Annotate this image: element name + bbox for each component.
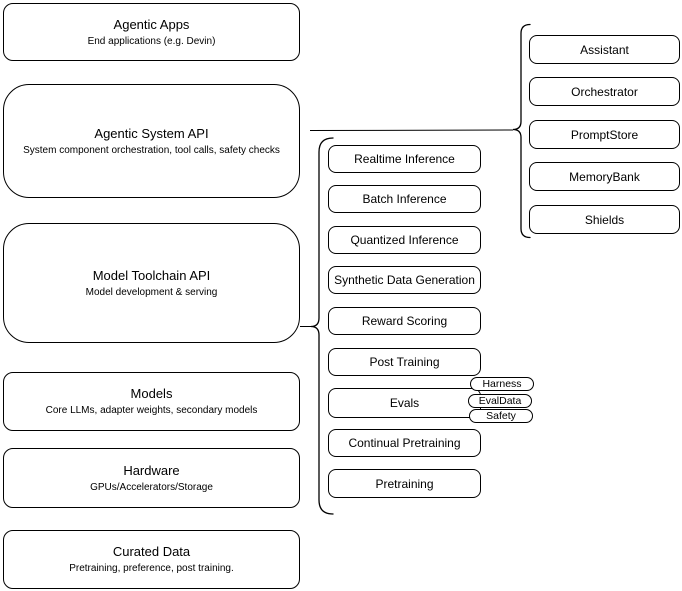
toolchain-item-synthetic-data-generation: Synthetic Data Generation [328, 266, 481, 294]
node-curated-data: Curated Data Pretraining, preference, po… [3, 530, 300, 589]
node-title: Agentic System API [94, 125, 209, 141]
node-subtitle: End applications (e.g. Devin) [87, 35, 216, 47]
node-title: Curated Data [112, 544, 191, 559]
toolchain-item-evals: Evals [328, 388, 481, 418]
component-orchestrator: Orchestrator [529, 77, 680, 106]
component-assistant: Assistant [529, 35, 680, 64]
components-brace [512, 23, 531, 239]
toolchain-item-batch-inference: Batch Inference [328, 185, 481, 213]
tag-evaldata: EvalData [468, 394, 532, 408]
node-hardware: Hardware GPUs/Accelerators/Storage [3, 448, 300, 508]
toolchain-item-realtime-inference: Realtime Inference [328, 145, 481, 173]
toolchain-item-post-training: Post Training [328, 348, 481, 376]
node-model-toolchain-api: Model Toolchain API Model development & … [3, 223, 300, 343]
toolchain-item-pretraining: Pretraining [328, 469, 481, 498]
node-agentic-apps: Agentic Apps End applications (e.g. Devi… [3, 3, 300, 61]
tag-safety: Safety [469, 409, 533, 423]
toolchain-item-quantized-inference: Quantized Inference [328, 226, 481, 254]
toolchain-item-reward-scoring: Reward Scoring [328, 307, 481, 335]
node-subtitle: Pretraining, preference, post training. [69, 563, 234, 574]
node-title: Hardware [123, 462, 180, 478]
node-title: Models [130, 386, 173, 401]
component-shields: Shields [529, 205, 680, 234]
node-title: Agentic Apps [113, 16, 190, 32]
component-memorybank: MemoryBank [529, 162, 680, 191]
node-subtitle: Model development & serving [85, 286, 218, 298]
connector-system-api-components [309, 129, 514, 131]
node-models: Models Core LLMs, adapter weights, secon… [3, 372, 300, 431]
node-subtitle: System component orchestration, tool cal… [23, 144, 280, 156]
node-subtitle: GPUs/Accelerators/Storage [90, 481, 213, 493]
node-title: Model Toolchain API [92, 267, 211, 283]
node-agentic-system-api: Agentic System API System component orch… [3, 84, 300, 198]
tag-harness: Harness [470, 377, 534, 391]
component-promptstore: PromptStore [529, 120, 680, 149]
node-subtitle: Core LLMs, adapter weights, secondary mo… [45, 405, 258, 416]
toolchain-item-continual-pretraining: Continual Pretraining [328, 429, 481, 457]
